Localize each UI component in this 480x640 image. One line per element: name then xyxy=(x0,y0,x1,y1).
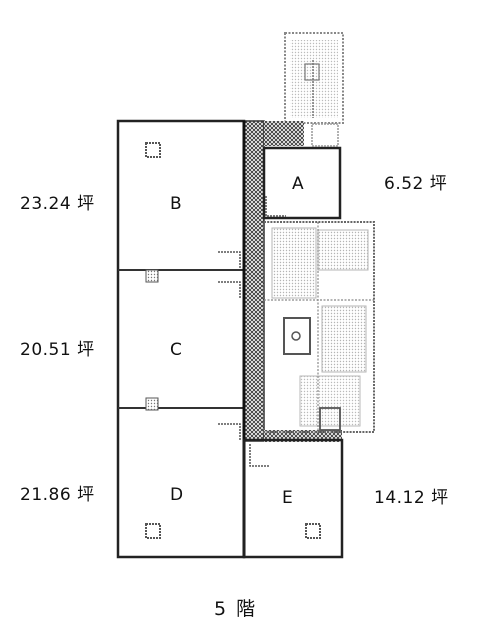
room-label-a: A xyxy=(292,174,304,194)
room-e-outline xyxy=(242,438,344,559)
area-label-a: 6.52 坪 xyxy=(384,174,448,194)
area-label-d: 21.86 坪 xyxy=(20,485,95,505)
area-label-e: 14.12 坪 xyxy=(374,488,449,508)
service-core xyxy=(263,221,375,433)
room-label-c: C xyxy=(170,340,182,360)
room-label-d: D xyxy=(170,485,184,505)
room-a-outline xyxy=(262,123,342,220)
room-label-e: E xyxy=(282,488,293,508)
area-label-b: 23.24 坪 xyxy=(20,194,95,214)
area-label-c: 20.51 坪 xyxy=(20,340,95,360)
left-block xyxy=(116,119,246,559)
floor-label: 5 階 xyxy=(214,598,258,620)
room-label-b: B xyxy=(170,194,182,214)
stair-annex xyxy=(284,32,344,124)
